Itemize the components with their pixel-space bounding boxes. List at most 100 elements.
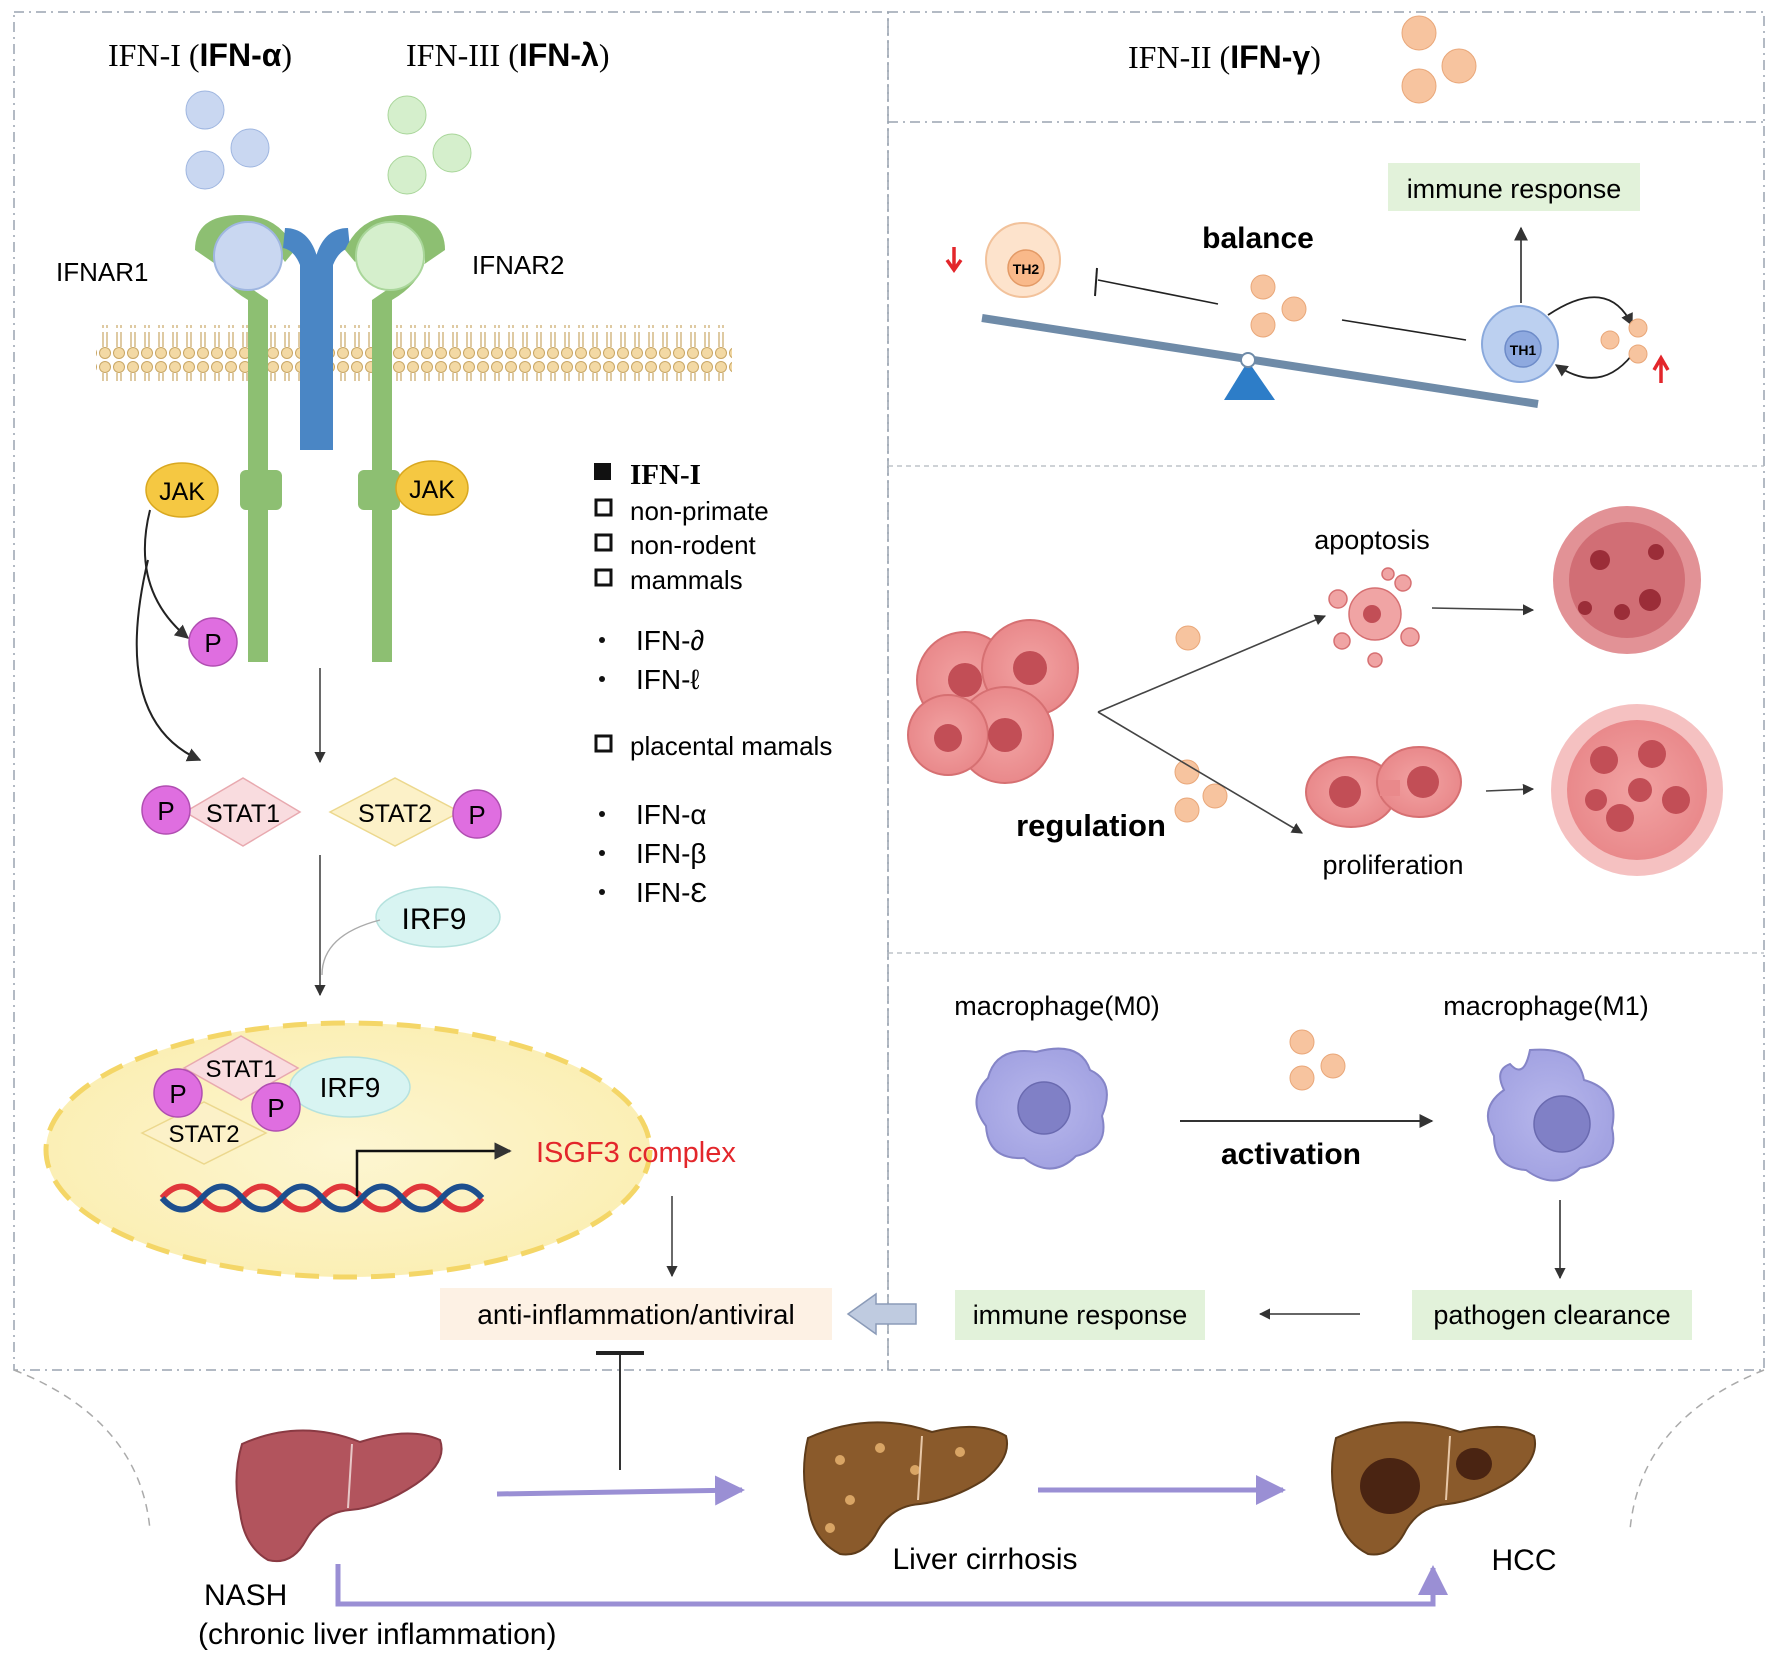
nash-cirrhosis-arrow bbox=[496, 1475, 745, 1506]
macrophage-m1 bbox=[1486, 1048, 1615, 1182]
outcome-label: anti-inflammation/antiviral bbox=[477, 1299, 794, 1330]
receptor-phospho-label: P bbox=[204, 628, 221, 658]
legend-bullet-item: IFN-β bbox=[636, 838, 707, 869]
activation-ligands bbox=[1289, 1029, 1346, 1091]
receptor-left-label: IFNAR1 bbox=[56, 257, 148, 287]
th2-label: TH2 bbox=[1013, 261, 1040, 277]
left-brace-line bbox=[13, 1369, 151, 1531]
receptor-complex bbox=[195, 215, 445, 662]
legend: IFN-I non-primate non-rodent mammals IFN… bbox=[594, 459, 832, 908]
ifn-lambda-ligands bbox=[387, 95, 472, 195]
legend-box bbox=[594, 568, 613, 587]
jak-stat1-arrow bbox=[135, 559, 202, 762]
balance-immune-box bbox=[1388, 163, 1640, 211]
legend-filled-box bbox=[594, 463, 611, 480]
m1-label: macrophage(M1) bbox=[1443, 991, 1649, 1021]
apoptotic-cell bbox=[1328, 567, 1420, 668]
nucleus-phospho-2-label: P bbox=[267, 1093, 284, 1123]
feedback-arrow bbox=[846, 1292, 917, 1336]
jak-right bbox=[395, 460, 469, 516]
th1-up-red-arrow bbox=[1652, 354, 1670, 383]
receptor-phospho bbox=[188, 617, 238, 667]
nucleus-stat1-label: STAT1 bbox=[205, 1056, 276, 1083]
cell-membrane bbox=[96, 325, 732, 381]
stat2-phospho bbox=[452, 789, 502, 839]
regulation-ligands bbox=[1174, 625, 1228, 823]
legend-bullet bbox=[599, 889, 605, 895]
jak-right-label: JAK bbox=[409, 476, 455, 504]
ifn1-title: IFN-I (IFN-α) bbox=[108, 37, 292, 73]
nucleus-stat2-label: STAT2 bbox=[168, 1121, 239, 1148]
balance-ligands bbox=[1250, 274, 1307, 338]
legend-bullet-item: IFN-∂ bbox=[636, 625, 704, 656]
th2-inhibition-line bbox=[1097, 279, 1219, 305]
outcome-box bbox=[440, 1288, 832, 1340]
legend-box bbox=[594, 498, 613, 517]
balance-immune-label: immune response bbox=[1407, 174, 1622, 204]
activation-immune-label: immune response bbox=[973, 1300, 1188, 1330]
th1-loop-arrow bbox=[1547, 296, 1633, 327]
legend-bullet bbox=[599, 637, 605, 643]
jak-phospho-arrow bbox=[143, 509, 190, 639]
th2-inhibition-bar bbox=[1094, 267, 1098, 297]
transcription-arrow bbox=[355, 1142, 512, 1196]
th1-loop-arrow-back bbox=[1554, 354, 1633, 379]
stat1-phospho bbox=[141, 785, 191, 835]
apoptosis-debris bbox=[1553, 506, 1701, 654]
th2-down-arrow bbox=[945, 247, 963, 274]
ifn3-title: IFN-III (IFN-λ) bbox=[406, 37, 610, 73]
nash-label: NASH bbox=[204, 1579, 287, 1612]
seesaw-fulcrum bbox=[1224, 361, 1275, 400]
bound-ifn-alpha bbox=[213, 221, 283, 291]
legend-box bbox=[594, 533, 613, 552]
nash-sub-label: (chronic liver inflammation) bbox=[198, 1618, 556, 1651]
legend-box-item: placental mamals bbox=[630, 731, 832, 761]
stat1-phospho-label: P bbox=[157, 796, 174, 826]
nucleus-phospho-1-label: P bbox=[169, 1079, 186, 1109]
legend-box-item: mammals bbox=[630, 565, 743, 595]
th1-label: TH1 bbox=[1510, 342, 1537, 358]
right-panel-border bbox=[887, 11, 1765, 1371]
legend-bullet bbox=[599, 850, 605, 856]
legend-box bbox=[594, 734, 613, 753]
tumor-cluster bbox=[907, 619, 1079, 784]
activation-immune-box bbox=[955, 1290, 1205, 1340]
ifn2-title: IFN-II (IFN-γ) bbox=[1128, 39, 1321, 75]
hcc-label: HCC bbox=[1492, 1544, 1557, 1577]
nucleus-irf9-label: IRF9 bbox=[320, 1072, 381, 1103]
legend-box-item: non-rodent bbox=[630, 530, 757, 560]
receptor-right-label: IFNAR2 bbox=[472, 250, 564, 280]
receptor-right-domain bbox=[358, 470, 400, 510]
apoptosis-arrow bbox=[1097, 614, 1327, 713]
m0-label: macrophage(M0) bbox=[954, 991, 1160, 1021]
legend-box-item: non-primate bbox=[630, 496, 769, 526]
left-panel-border bbox=[13, 11, 889, 1371]
dna-helix bbox=[159, 1183, 485, 1213]
legend-bullet bbox=[599, 676, 605, 682]
irf9-label: IRF9 bbox=[401, 903, 466, 936]
ifn-alpha-ligands bbox=[185, 90, 270, 190]
liver-nash bbox=[235, 1429, 443, 1562]
legend-heading: IFN-I bbox=[630, 459, 701, 491]
legend-bullet bbox=[599, 811, 605, 817]
right-brace-line bbox=[1629, 1369, 1765, 1531]
nash-hcc-arrow bbox=[335, 1564, 1448, 1607]
apoptosis-result-arrow bbox=[1431, 604, 1535, 616]
jak-left-label: JAK bbox=[159, 478, 205, 506]
legend-bullet-item: IFN-α bbox=[636, 799, 707, 830]
regulation-label: regulation bbox=[1016, 808, 1166, 843]
stat2-phospho-label: P bbox=[468, 800, 485, 830]
jak-left bbox=[145, 462, 219, 518]
proliferation-result-arrow bbox=[1485, 783, 1535, 796]
th1-ligands bbox=[1600, 318, 1648, 364]
pathogen-clearance-box bbox=[1412, 1290, 1692, 1340]
macrophage-m0 bbox=[975, 1047, 1108, 1170]
bound-ifn-lambda bbox=[355, 221, 425, 291]
tumor-mass bbox=[1551, 704, 1723, 876]
nucleus-phospho-2 bbox=[251, 1082, 301, 1132]
panel-frames bbox=[13, 11, 1765, 1371]
receptor-left-domain bbox=[240, 470, 282, 510]
liver-cirrhosis bbox=[803, 1421, 1008, 1556]
irf9-shape bbox=[375, 886, 501, 948]
